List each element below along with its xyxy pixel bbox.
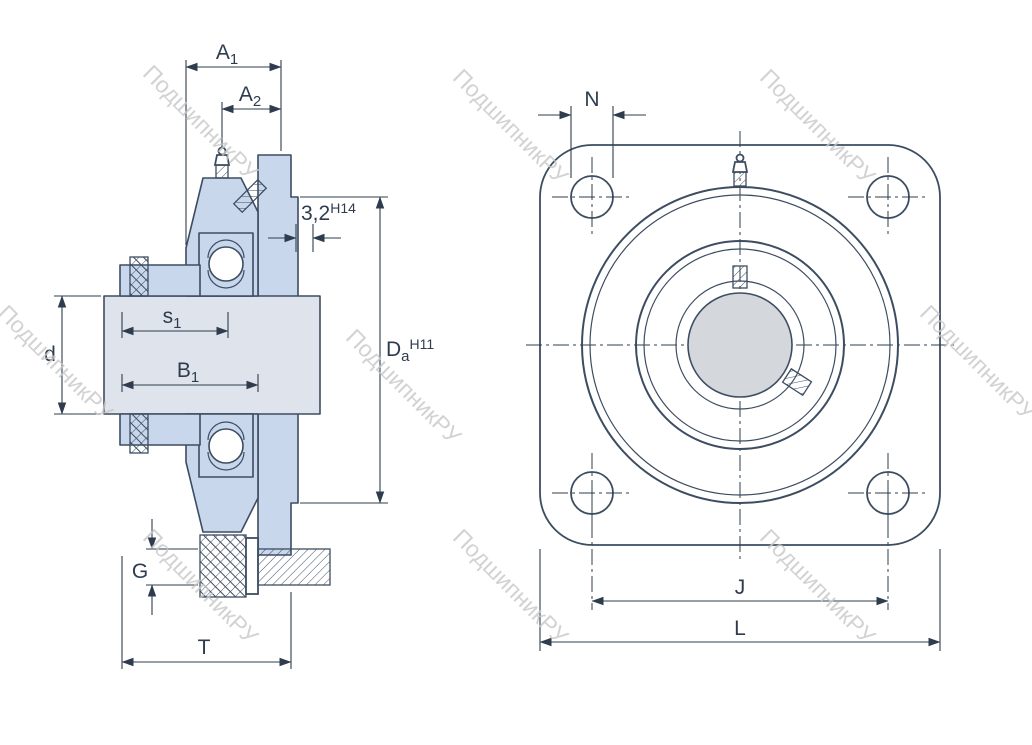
dimension-da: DaH11: [300, 196, 434, 504]
dimension-label-d: d: [44, 343, 56, 366]
dimension-label-j: J: [735, 576, 746, 599]
dimension-b1: B1: [121, 359, 259, 392]
bearing-lower-race-bottom: [207, 451, 245, 471]
dimension-g: G: [132, 519, 198, 615]
grease-nipple-vertical: [213, 146, 231, 179]
dimension-label-l: L: [734, 617, 746, 640]
bearing-lower-race-top: [207, 421, 245, 441]
dimension-label-b1: B1: [177, 359, 199, 386]
watermark-text: ПодшипникРУ: [448, 64, 573, 189]
watermark-text: ПодшипникРУ: [341, 324, 466, 449]
cross-section-view: A1 A2 3,2H14 s1 d: [44, 41, 434, 669]
dimension-d: d: [44, 295, 101, 415]
bearing-upper-race-top: [207, 239, 245, 259]
dimension-label-t: T: [198, 636, 211, 659]
dimension-label-da: DaH11: [386, 336, 434, 365]
bearing-ball-top: [208, 246, 244, 282]
spigot-circle-outer: [581, 186, 899, 504]
watermark-text: ПодшипникРУ: [138, 60, 263, 185]
dimension-a1: A1: [185, 41, 282, 245]
housing-bore-circle: [635, 240, 845, 450]
bearing-ball-bottom: [208, 428, 244, 464]
bearing-upper-race-bottom: [207, 269, 245, 289]
dimension-label-a2: A2: [239, 83, 261, 110]
set-screw-top: [129, 256, 149, 297]
dimension-a2: A2: [221, 83, 282, 148]
spigot-circle-inner: [589, 194, 891, 496]
set-screw-front-angled: [781, 367, 813, 397]
dimension-label-s1: s1: [163, 305, 182, 332]
dimension-surface: 3,2H14: [268, 200, 356, 252]
shaft: [103, 295, 321, 415]
dimension-label-a1: A1: [216, 41, 238, 68]
shaft-end: [687, 292, 793, 398]
set-screw-front-top: [732, 265, 748, 289]
dimension-j: J: [591, 495, 889, 610]
grease-nipple-front: [731, 153, 749, 187]
dimension-label-n: N: [584, 88, 599, 111]
fitting-thread: [257, 548, 331, 586]
grease-nipple-angled: [232, 178, 268, 214]
front-view: N J L: [526, 88, 954, 651]
fitting-washer: [245, 537, 259, 595]
dimension-l: L: [539, 549, 941, 651]
dimension-t: T: [121, 556, 292, 669]
dimension-label-surface: 3,2H14: [301, 200, 356, 225]
dimension-s1: s1: [121, 305, 229, 338]
bolt-hole-centerlines: [552, 157, 928, 533]
dimension-label-g: G: [132, 560, 148, 583]
watermark-text: ПодшипникРУ: [448, 524, 573, 649]
bearing-outer-circle: [643, 248, 837, 442]
set-screw-bottom: [129, 413, 149, 454]
watermark-text: ПодшипникРУ: [0, 300, 119, 425]
dimension-n: N: [538, 88, 646, 178]
